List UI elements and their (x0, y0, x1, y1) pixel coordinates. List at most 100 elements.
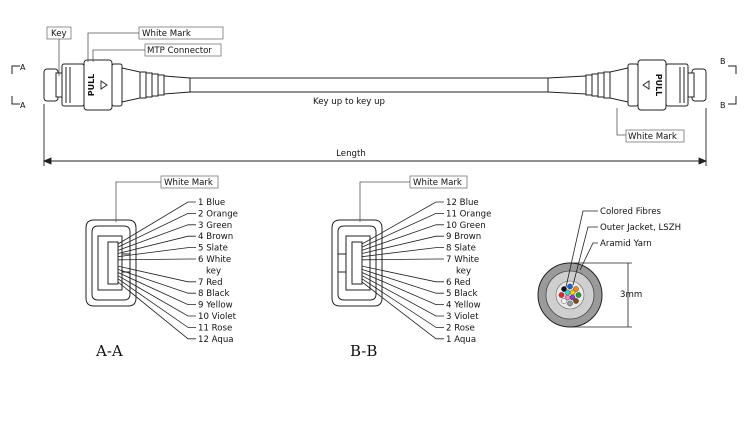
fibers-a-leader-10 (117, 275, 196, 317)
fibers-b-label-4: 8 Slate (446, 244, 476, 254)
key-callout-label: Key (51, 29, 67, 39)
fibers-a-label-6: key (206, 266, 221, 276)
outer-jacket-label: Outer Jacket, LSZH (600, 223, 681, 233)
fibers-b-label-12: 1 Aqua (446, 335, 476, 345)
fibers-b-label-2: 10 Green (446, 221, 486, 231)
aa-fiber-leaders (117, 201, 196, 340)
cross-section-leaders (565, 210, 598, 288)
left-pull-label: PULL (87, 74, 96, 97)
fibers-b-leader-11 (361, 278, 444, 328)
section-mark-b-top-label: B (720, 57, 726, 66)
fibers-a-label-3: 4 Brown (198, 232, 233, 242)
mtp-connector-callout-label: MTP Connector (147, 46, 212, 56)
fibers-a-label-5: 6 White (198, 255, 231, 265)
fibers-b-label-1: 11 Orange (446, 209, 491, 219)
colored-fibre-4 (573, 298, 579, 304)
colored-fibre-2 (573, 286, 579, 292)
fibers-b-label-9: 4 Yellow (446, 301, 481, 311)
fibers-a-leader-7 (117, 265, 196, 283)
fibers-a-label-0: 1 Blue (198, 198, 225, 208)
fibers-a-leader-4 (117, 247, 196, 258)
fibers-b-leader-4 (361, 247, 444, 258)
left-mtp-connector (43, 59, 191, 111)
fibers-a-label-8: 8 Black (198, 289, 229, 299)
right-pull-label: PULL (654, 74, 663, 97)
colored-fibre-7 (558, 292, 565, 298)
fibers-a-label-9: 9 Yellow (198, 301, 233, 311)
section-mark-a-top-label: A (20, 63, 26, 72)
fibers-b-leader-5 (361, 258, 444, 261)
fibers-a-leader-5 (117, 258, 196, 261)
colored-fibre-12 (564, 289, 571, 296)
colored-fibre-11 (564, 294, 571, 301)
white-mark-callout-right (625, 129, 685, 143)
fibers-a-label-2: 3 Green (198, 221, 232, 231)
fibers-a-leader-3 (117, 235, 196, 254)
fibers-b-leader-10 (361, 275, 444, 317)
fibers-a-leader-11 (117, 278, 196, 328)
fibers-a-label-4: 5 Slate (198, 244, 228, 254)
fibers-b-label-11: 2 Rose (446, 323, 475, 333)
fibers-a-leader-12 (117, 281, 196, 340)
aa-white-mark-leader-line (115, 181, 161, 222)
fibers-b-leader-3 (361, 235, 444, 254)
fibers-b-label-8: 5 Black (446, 289, 477, 299)
left-white-mark-triangle-icon (100, 80, 108, 90)
key-up-label: Key up to key up (313, 97, 385, 107)
colored-fibre-5 (567, 300, 573, 307)
mtp-connector-leader-line (92, 49, 145, 62)
length-dimension (42, 104, 708, 166)
fibers-a-label-1: 2 Orange (198, 209, 238, 219)
fibers-a-label-7: 7 Red (198, 278, 223, 288)
fibers-b-label-6: key (456, 266, 471, 276)
aa-end-face (85, 219, 137, 307)
bb-fiber-leaders (361, 201, 444, 340)
section-mark-b-bottom-label: B (720, 101, 726, 110)
fibers-b-label-0: 12 Blue (446, 198, 479, 208)
colored-fibres-label: Colored Fibres (600, 207, 662, 217)
cable-cross-section (537, 262, 603, 328)
white-mark-callout-left-label: White Mark (142, 29, 191, 39)
bb-white-mark-label: White Mark (413, 178, 462, 188)
diameter-label: 3mm (620, 290, 642, 300)
fibers-b-leader-2 (361, 224, 444, 251)
cable-body (190, 77, 548, 93)
diameter-dimension (570, 262, 632, 328)
fibers-b-leader-8 (361, 268, 444, 294)
right-mtp-connector (547, 59, 707, 111)
aa-white-mark-label: White Mark (164, 178, 213, 188)
length-label: Length (336, 149, 366, 159)
fibers-b-leader-12 (361, 281, 444, 340)
fibers-a-leader-0 (117, 201, 196, 245)
fibers-b-label-10: 3 Violet (446, 312, 479, 322)
aramid-yarn-label: Aramid Yarn (600, 239, 652, 249)
section-mark-b (728, 65, 737, 105)
fibers-b-leader-7 (361, 265, 444, 283)
section-mark-a (11, 65, 20, 105)
colored-fibre-6 (561, 298, 567, 304)
fibers-b-label-7: 6 Red (446, 278, 471, 288)
colored-fibres-cluster (558, 283, 582, 307)
bb-end-face (331, 219, 383, 307)
fibers-b-leader-0 (361, 201, 444, 245)
fibers-a-label-12: 12 Aqua (198, 335, 234, 345)
right-white-mark-triangle-icon (642, 80, 650, 90)
colored-fibre-9 (569, 289, 576, 296)
fibers-a-label-11: 11 Rose (198, 323, 232, 333)
bb-white-mark-leader-line (359, 181, 410, 222)
colored-fibre-10 (569, 294, 576, 301)
white-mark-callout-right-label: White Mark (628, 132, 677, 142)
fibers-b-label-3: 9 Brown (446, 232, 481, 242)
fibers-b-leader-1 (361, 213, 444, 248)
fibers-a-leader-8 (117, 268, 196, 294)
aa-section-label: A-A (95, 342, 123, 360)
colored-fibre-8 (561, 286, 567, 292)
section-mark-a-bottom-label: A (20, 101, 26, 110)
colored-fibre-1 (567, 283, 573, 290)
colored-fibre-3 (575, 292, 582, 298)
fibers-a-leader-9 (117, 272, 196, 305)
